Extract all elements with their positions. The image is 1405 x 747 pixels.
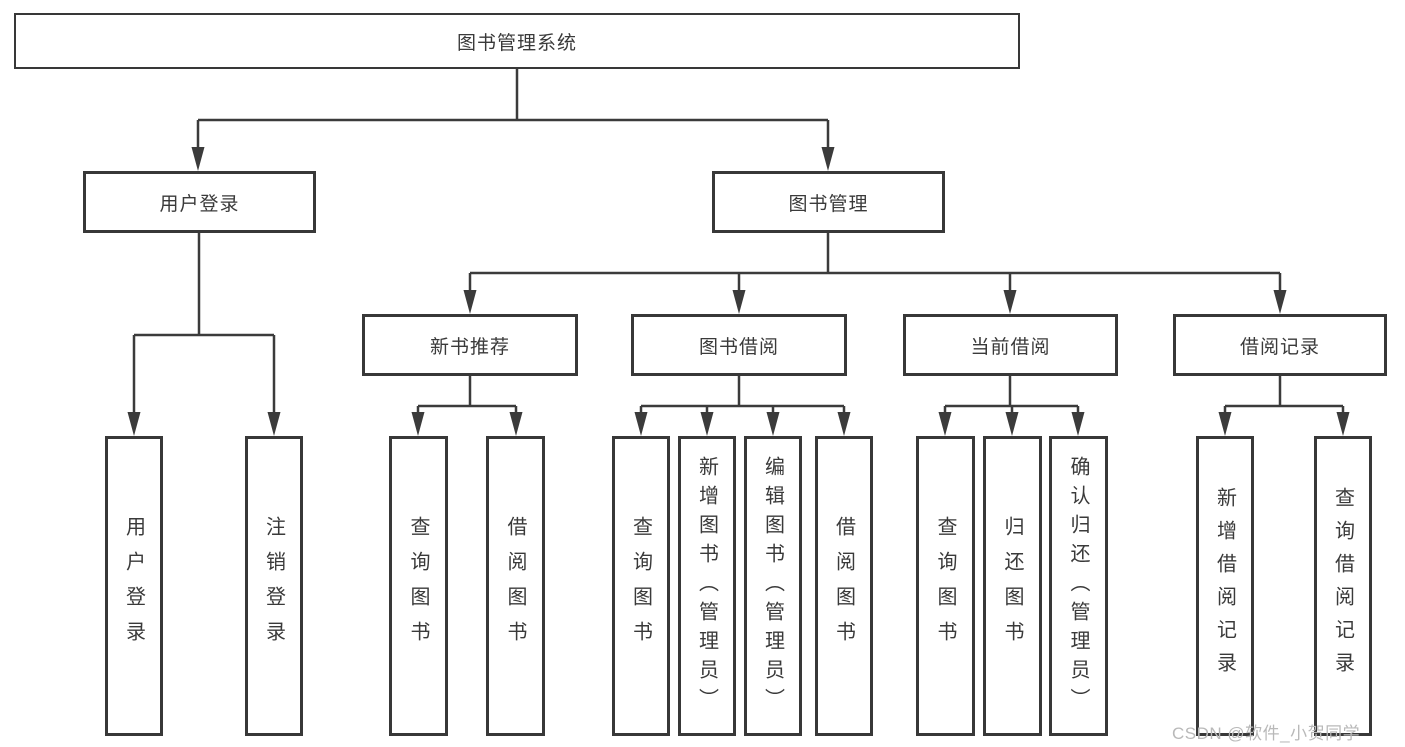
node-label: 确认归还（管理员） bbox=[1067, 455, 1089, 717]
node-label: 新增图书（管理员） bbox=[695, 455, 718, 717]
node-borrowing-records: 借阅记录 bbox=[1173, 314, 1387, 376]
node-add-borrow-record: 新增借阅记录 bbox=[1196, 436, 1254, 736]
node-return-book: 归还图书 bbox=[983, 436, 1042, 736]
node-book-borrowing: 图书借阅 bbox=[631, 314, 847, 376]
node-current-borrowing: 当前借阅 bbox=[903, 314, 1118, 376]
node-label: 用户登录 bbox=[122, 516, 145, 656]
node-confirm-return-admin: 确认归还（管理员） bbox=[1049, 436, 1108, 736]
node-label: 编辑图书（管理员） bbox=[761, 455, 784, 717]
node-label: 借阅图书 bbox=[832, 516, 855, 656]
node-label: 当前借阅 bbox=[970, 336, 1051, 358]
node-label: 借阅图书 bbox=[504, 516, 526, 656]
node-user-login-branch: 用户登录 bbox=[83, 171, 316, 233]
node-query-borrow-record: 查询借阅记录 bbox=[1314, 436, 1372, 736]
node-label: 用户登录 bbox=[159, 193, 240, 215]
node-label: 新增借阅记录 bbox=[1213, 487, 1236, 685]
node-edit-book-admin: 编辑图书（管理员） bbox=[744, 436, 802, 736]
node-label: 查询借阅记录 bbox=[1331, 487, 1354, 685]
node-borrow-books: 借阅图书 bbox=[815, 436, 873, 736]
node-label: 图书管理系统 bbox=[456, 32, 577, 54]
node-new-book-recommend: 新书推荐 bbox=[362, 314, 578, 376]
node-label: 查询图书 bbox=[407, 516, 429, 656]
node-label: 归还图书 bbox=[1001, 516, 1023, 656]
node-user-login-leaf: 用户登录 bbox=[105, 436, 163, 736]
node-book-management-branch: 图书管理 bbox=[712, 171, 945, 233]
node-query-books: 查询图书 bbox=[389, 436, 448, 736]
node-label: 新书推荐 bbox=[429, 336, 510, 358]
node-label: 查询图书 bbox=[934, 516, 956, 656]
node-query-books: 查询图书 bbox=[612, 436, 670, 736]
node-label: 图书管理 bbox=[788, 193, 869, 215]
node-borrow-books: 借阅图书 bbox=[486, 436, 545, 736]
node-label: 查询图书 bbox=[629, 516, 652, 656]
node-label: 图书借阅 bbox=[698, 336, 779, 358]
node-label: 借阅记录 bbox=[1239, 336, 1320, 358]
node-label: 注销登录 bbox=[262, 516, 285, 656]
node-logout: 注销登录 bbox=[245, 436, 303, 736]
node-add-book-admin: 新增图书（管理员） bbox=[678, 436, 736, 736]
node-book-management-system: 图书管理系统 bbox=[14, 13, 1020, 69]
node-query-books: 查询图书 bbox=[916, 436, 975, 736]
csdn-watermark: CSDN @软件_小贺同学 bbox=[1172, 724, 1361, 743]
arrowheads bbox=[127, 147, 1350, 436]
